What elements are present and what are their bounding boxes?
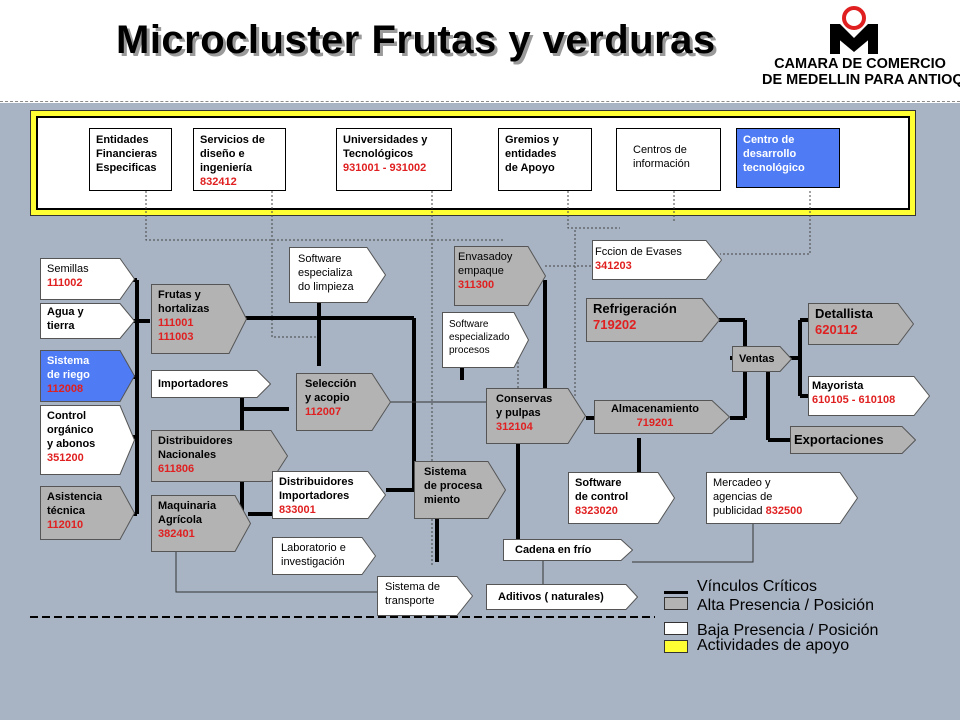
node-ventas: Ventas: [732, 346, 792, 372]
node-sistema-procesamiento: Sistema de procesa miento: [414, 461, 506, 519]
node-exportaciones: Exportaciones: [790, 426, 916, 454]
header: [0, 0, 960, 103]
legend-alta: Alta Presencia / Posición: [697, 597, 874, 614]
node-agua-tierra: Agua y tierra: [40, 303, 135, 339]
page-title: Microcluster Frutas y verduras: [116, 18, 716, 62]
legend-baja-swatch: [664, 622, 688, 635]
support-entidades-financieras: Entidades Financieras Especificas: [89, 128, 172, 191]
support-centros-informacion: Centros de información: [616, 128, 721, 191]
node-cadena-frio: Cadena en frío: [503, 539, 633, 561]
logo-line-1: CAMARA DE COMERCIO: [774, 56, 946, 72]
header-divider: [0, 101, 960, 102]
support-centro-desarrollo: Centro de desarrollo tecnológico: [736, 128, 840, 188]
node-importadores: Importadores: [151, 370, 271, 398]
node-software-limpieza: Software especializa do limpieza: [289, 247, 386, 303]
node-aditivos: Aditivos ( naturales): [486, 584, 638, 610]
node-software-procesos: Software especializado procesos: [442, 312, 529, 368]
legend-critical-line: [664, 591, 688, 594]
legend-criticos: Vínculos Críticos: [697, 578, 818, 595]
legend-baja: Baja Presencia / Posición: [697, 622, 879, 639]
legend-apoyo: Actividades de apoyo: [697, 637, 850, 654]
node-mercadeo: Mercadeo y agencias de publicidad 832500: [706, 472, 858, 524]
support-gremios: Gremios y entidades de Apoyo: [498, 128, 592, 191]
legend-apoyo-swatch: [664, 640, 688, 653]
support-panel: [30, 110, 916, 216]
chamber-logo-icon: [830, 6, 878, 54]
legend-alta-swatch: [664, 597, 688, 610]
node-sistema-transporte: Sistema de transporte: [377, 576, 473, 616]
node-laboratorio: Laboratorio e investigación: [272, 537, 376, 575]
logo-line-2: DE MEDELLIN PARA ANTIOQUIA: [762, 72, 960, 88]
